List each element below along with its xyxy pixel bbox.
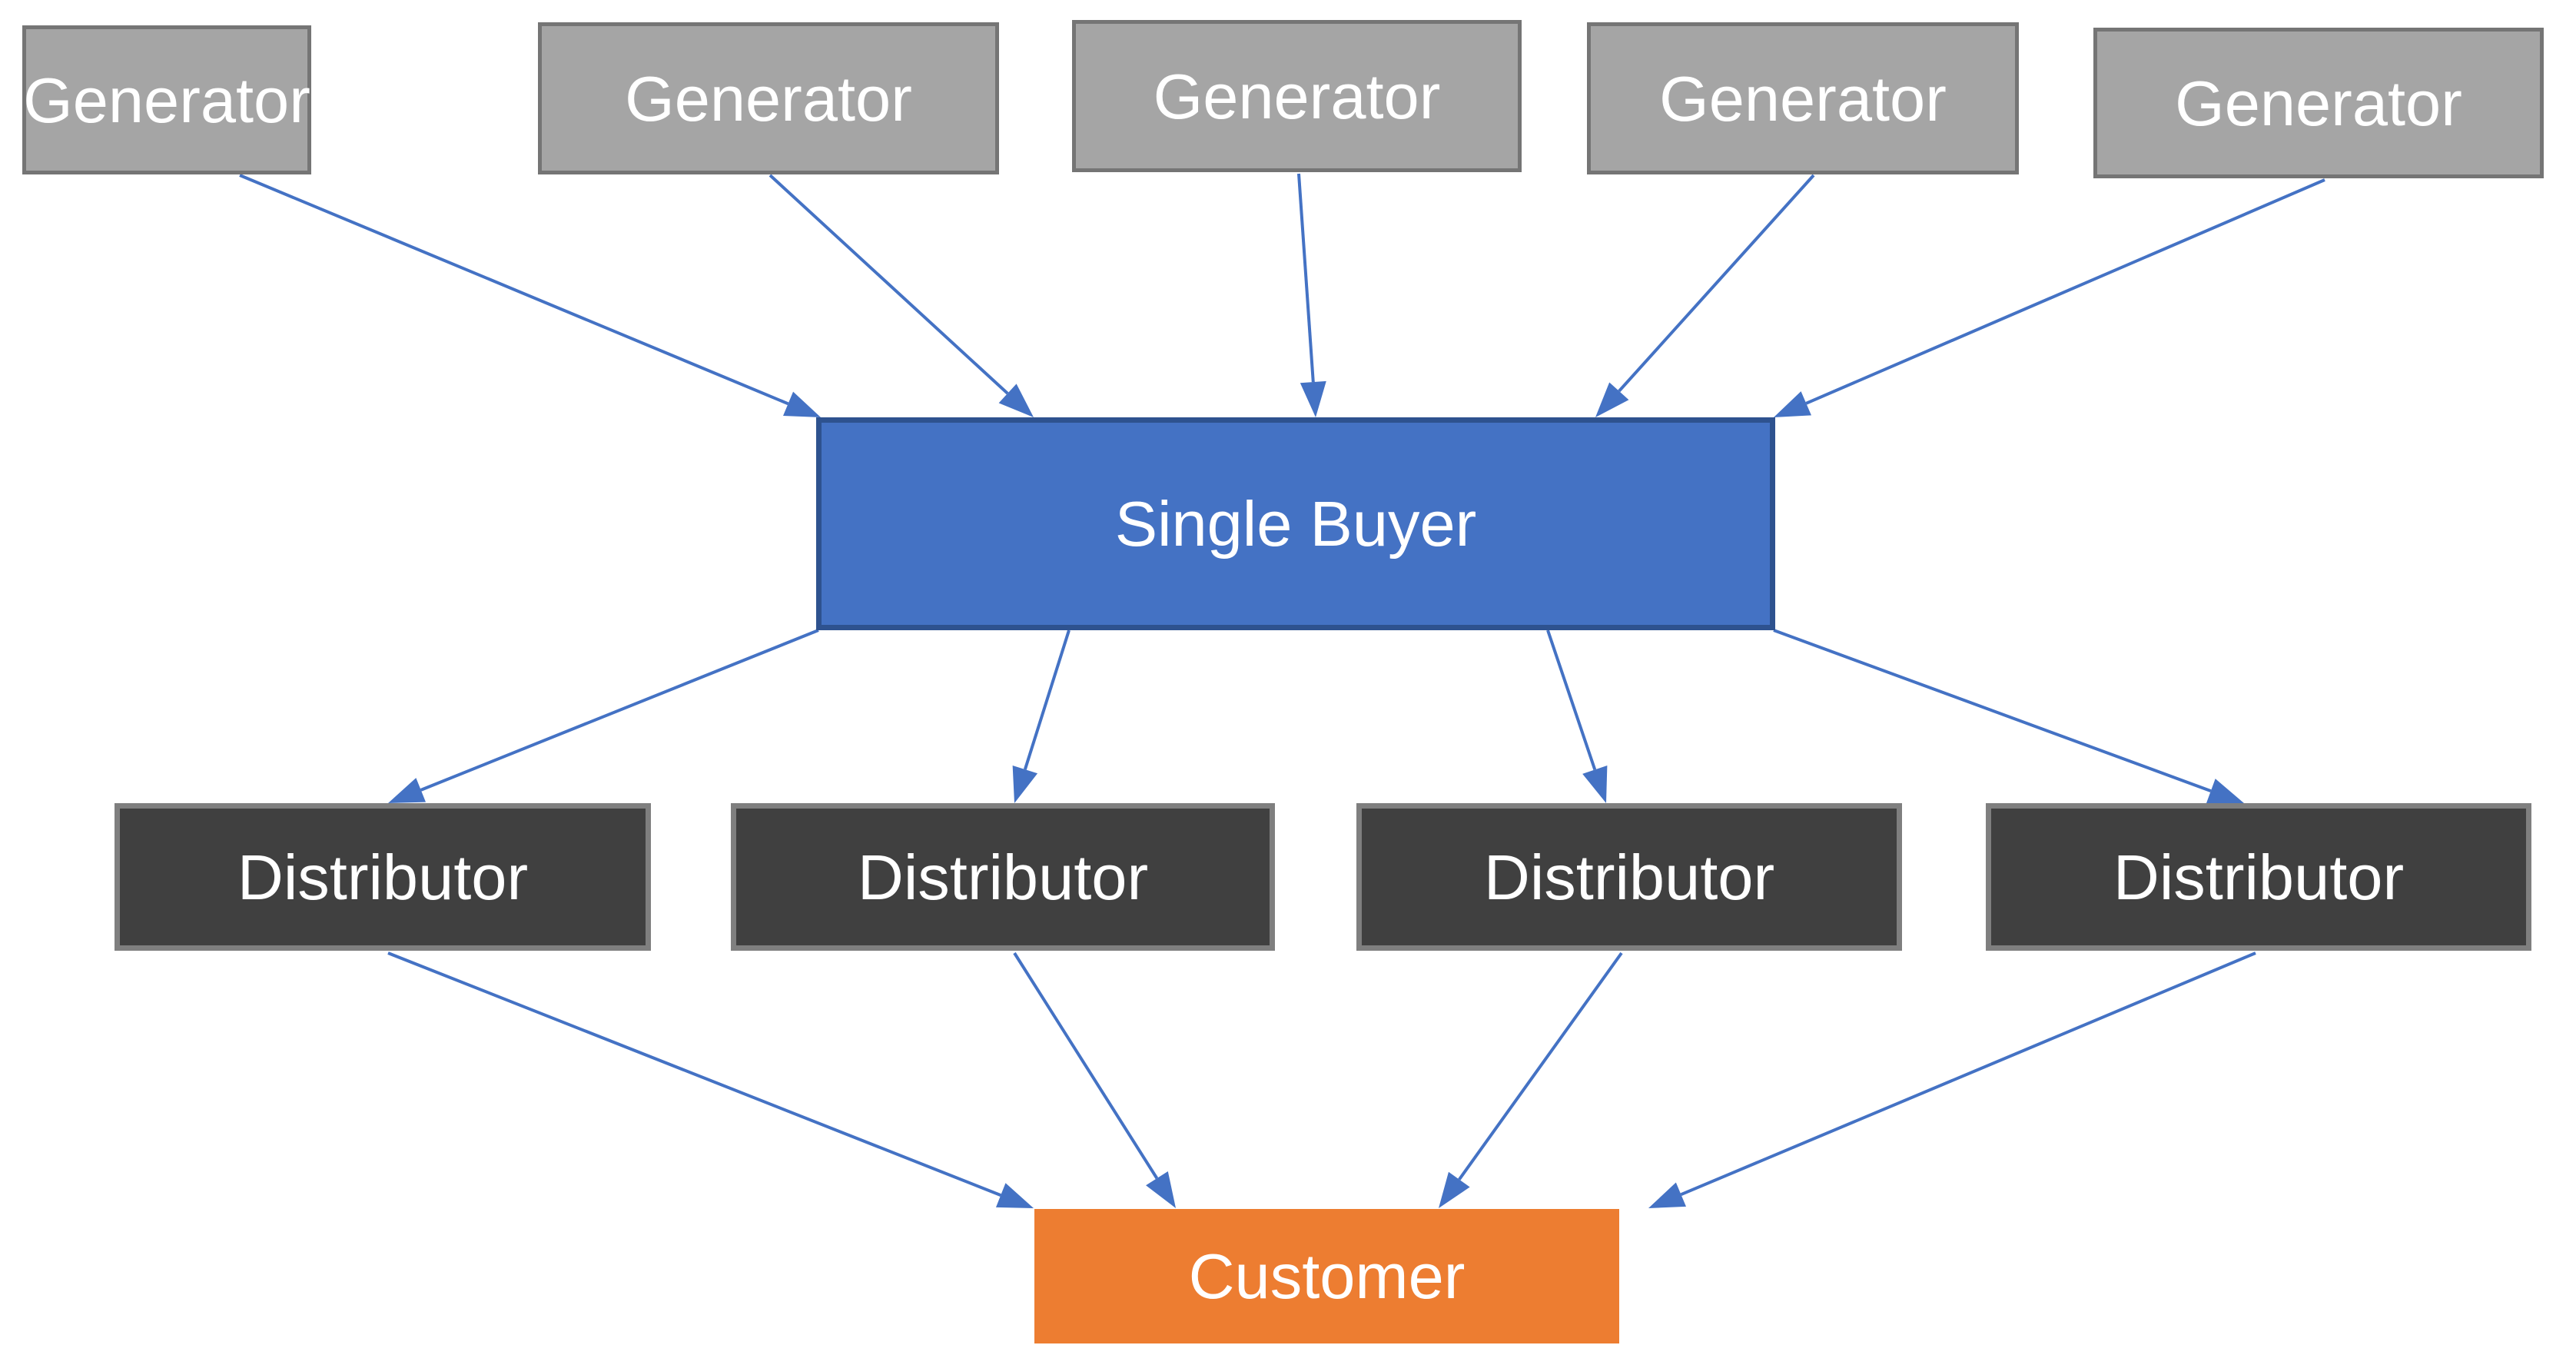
arrowhead-icon-6 <box>388 778 427 803</box>
edge-line-12 <box>1458 952 1623 1181</box>
edge-line-7 <box>1023 629 1071 770</box>
node-distributor-2-label: Distributor <box>857 841 1149 913</box>
node-generator-4-label: Generator <box>1659 62 1947 135</box>
arrowhead-icon-11 <box>1146 1171 1176 1208</box>
arrowhead-icon-4 <box>1595 382 1629 417</box>
edge-line-1 <box>239 174 789 406</box>
edge-line-9 <box>1773 629 2212 793</box>
arrowhead-icon-7 <box>1012 766 1038 803</box>
node-distributor-3[interactable]: Distributor <box>1356 803 1902 951</box>
node-customer-label: Customer <box>1188 1240 1466 1312</box>
node-distributor-4-label: Distributor <box>2113 841 2405 913</box>
node-customer[interactable]: Customer <box>1034 1209 1619 1343</box>
arrowhead-icon-13 <box>1648 1182 1686 1208</box>
node-distributor-3-label: Distributor <box>1483 841 1775 913</box>
edge-line-8 <box>1546 629 1597 771</box>
node-generator-5[interactable]: Generator <box>2093 28 2544 178</box>
edge-line-2 <box>768 174 1009 395</box>
node-distributor-4[interactable]: Distributor <box>1986 803 2531 951</box>
node-distributor-2[interactable]: Distributor <box>731 803 1275 951</box>
arrowhead-icon-12 <box>1439 1171 1470 1208</box>
edge-line-4 <box>1618 174 1815 393</box>
arrowhead-icon-9 <box>2206 779 2244 804</box>
node-single-buyer[interactable]: Single Buyer <box>816 417 1775 630</box>
edge-line-11 <box>1013 952 1159 1180</box>
edge-line-10 <box>387 952 1001 1197</box>
arrowhead-icon-5 <box>1774 391 1811 417</box>
edge-line-13 <box>1680 952 2256 1197</box>
node-generator-1-label: Generator <box>23 64 310 136</box>
node-generator-3[interactable]: Generator <box>1072 20 1522 172</box>
arrowhead-icon-2 <box>998 384 1034 417</box>
arrowhead-icon-8 <box>1582 765 1608 803</box>
node-distributor-1[interactable]: Distributor <box>115 803 651 951</box>
node-generator-5-label: Generator <box>2175 67 2462 139</box>
edge-line-6 <box>420 629 819 792</box>
node-generator-2-label: Generator <box>625 62 912 135</box>
node-single-buyer-label: Single Buyer <box>1114 488 1477 560</box>
node-generator-2[interactable]: Generator <box>538 22 999 174</box>
edge-line-3 <box>1297 173 1315 383</box>
arrowhead-icon-3 <box>1300 380 1326 417</box>
node-generator-3-label: Generator <box>1153 60 1441 132</box>
arrowhead-icon-10 <box>995 1183 1034 1208</box>
node-distributor-1-label: Distributor <box>237 841 529 913</box>
arrowhead-icon-1 <box>783 391 821 417</box>
node-generator-1[interactable]: Generator <box>22 25 311 174</box>
node-generator-4[interactable]: Generator <box>1587 22 2019 174</box>
edge-line-5 <box>1805 178 2325 405</box>
